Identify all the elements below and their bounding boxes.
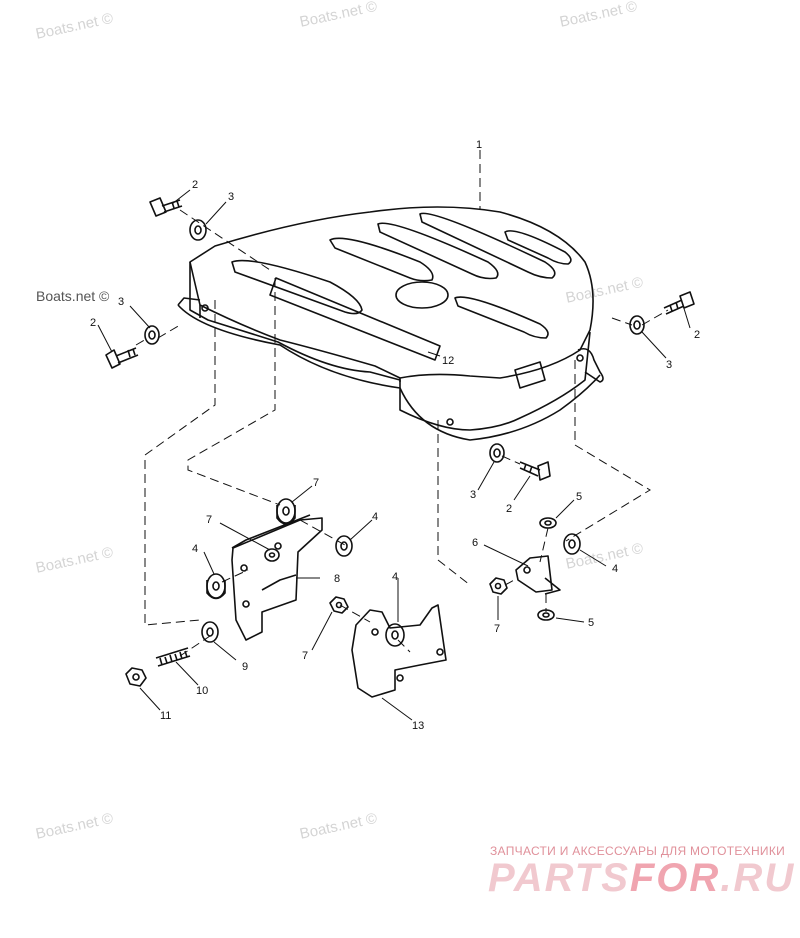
- callout-3: 3: [118, 296, 124, 308]
- brand-logo-tail: .RU: [720, 856, 796, 900]
- brand-logo-main: PARTS: [488, 856, 630, 900]
- callout-4: 4: [612, 563, 618, 575]
- grommet-4-center: [385, 623, 405, 647]
- nut-7-bracket: [264, 548, 280, 562]
- callout-7: 7: [206, 514, 212, 526]
- cover-housing: [177, 206, 604, 441]
- callout-2: 2: [694, 329, 700, 341]
- bolt-right: [663, 291, 695, 315]
- callout-11: 11: [160, 710, 171, 722]
- callout-4: 4: [392, 571, 398, 583]
- callout-3: 3: [666, 359, 672, 371]
- bracket-right: [515, 555, 561, 595]
- nut-7-right: [489, 577, 508, 595]
- callout-5: 5: [588, 617, 594, 629]
- callout-2: 2: [506, 503, 512, 515]
- callout-5: 5: [576, 491, 582, 503]
- callout-2: 2: [192, 179, 198, 191]
- watermark: Boats.net ©: [36, 288, 110, 304]
- nut-7-center: [329, 596, 349, 614]
- callout-3: 3: [470, 489, 476, 501]
- washer-top-left: [189, 219, 207, 241]
- grommet-4-right-bracket: [563, 533, 581, 555]
- callout-2: 2: [90, 317, 96, 329]
- callout-7: 7: [302, 650, 308, 662]
- grommet-7-top: [276, 498, 296, 525]
- washer-left: [144, 325, 160, 345]
- callout-9: 9: [242, 661, 248, 673]
- washer-5-top: [539, 517, 557, 529]
- stud-10: [155, 647, 191, 667]
- callout-7: 7: [494, 623, 500, 635]
- brand-logo-accent: FOR: [629, 856, 721, 900]
- bolt-top-left: [149, 197, 183, 217]
- washer-9: [201, 621, 219, 643]
- bracket-center: [351, 604, 447, 698]
- callout-8: 8: [334, 573, 340, 585]
- grommet-4-right: [335, 535, 353, 557]
- callout-12: 12: [442, 355, 454, 367]
- callout-10: 10: [196, 685, 208, 697]
- bolt-bottom-center: [519, 461, 551, 481]
- callout-4: 4: [192, 543, 198, 555]
- callout-7: 7: [313, 477, 319, 489]
- callout-6: 6: [472, 537, 478, 549]
- bolt-left: [105, 347, 139, 369]
- callout-13: 13: [412, 720, 424, 732]
- grommet-4-left: [206, 573, 226, 600]
- callout-4: 4: [372, 511, 378, 523]
- callout-1: 1: [476, 139, 482, 151]
- washer-right: [629, 315, 645, 335]
- brand-tagline: ЗАПЧАСТИ И АКСЕССУАРЫ ДЛЯ МОТОТЕХНИКИ: [490, 844, 786, 858]
- washer-bottom-center: [489, 443, 505, 463]
- callout-3: 3: [228, 191, 234, 203]
- brand-logo: PARTSFOR.RU: [488, 856, 795, 901]
- nut-11: [125, 667, 147, 687]
